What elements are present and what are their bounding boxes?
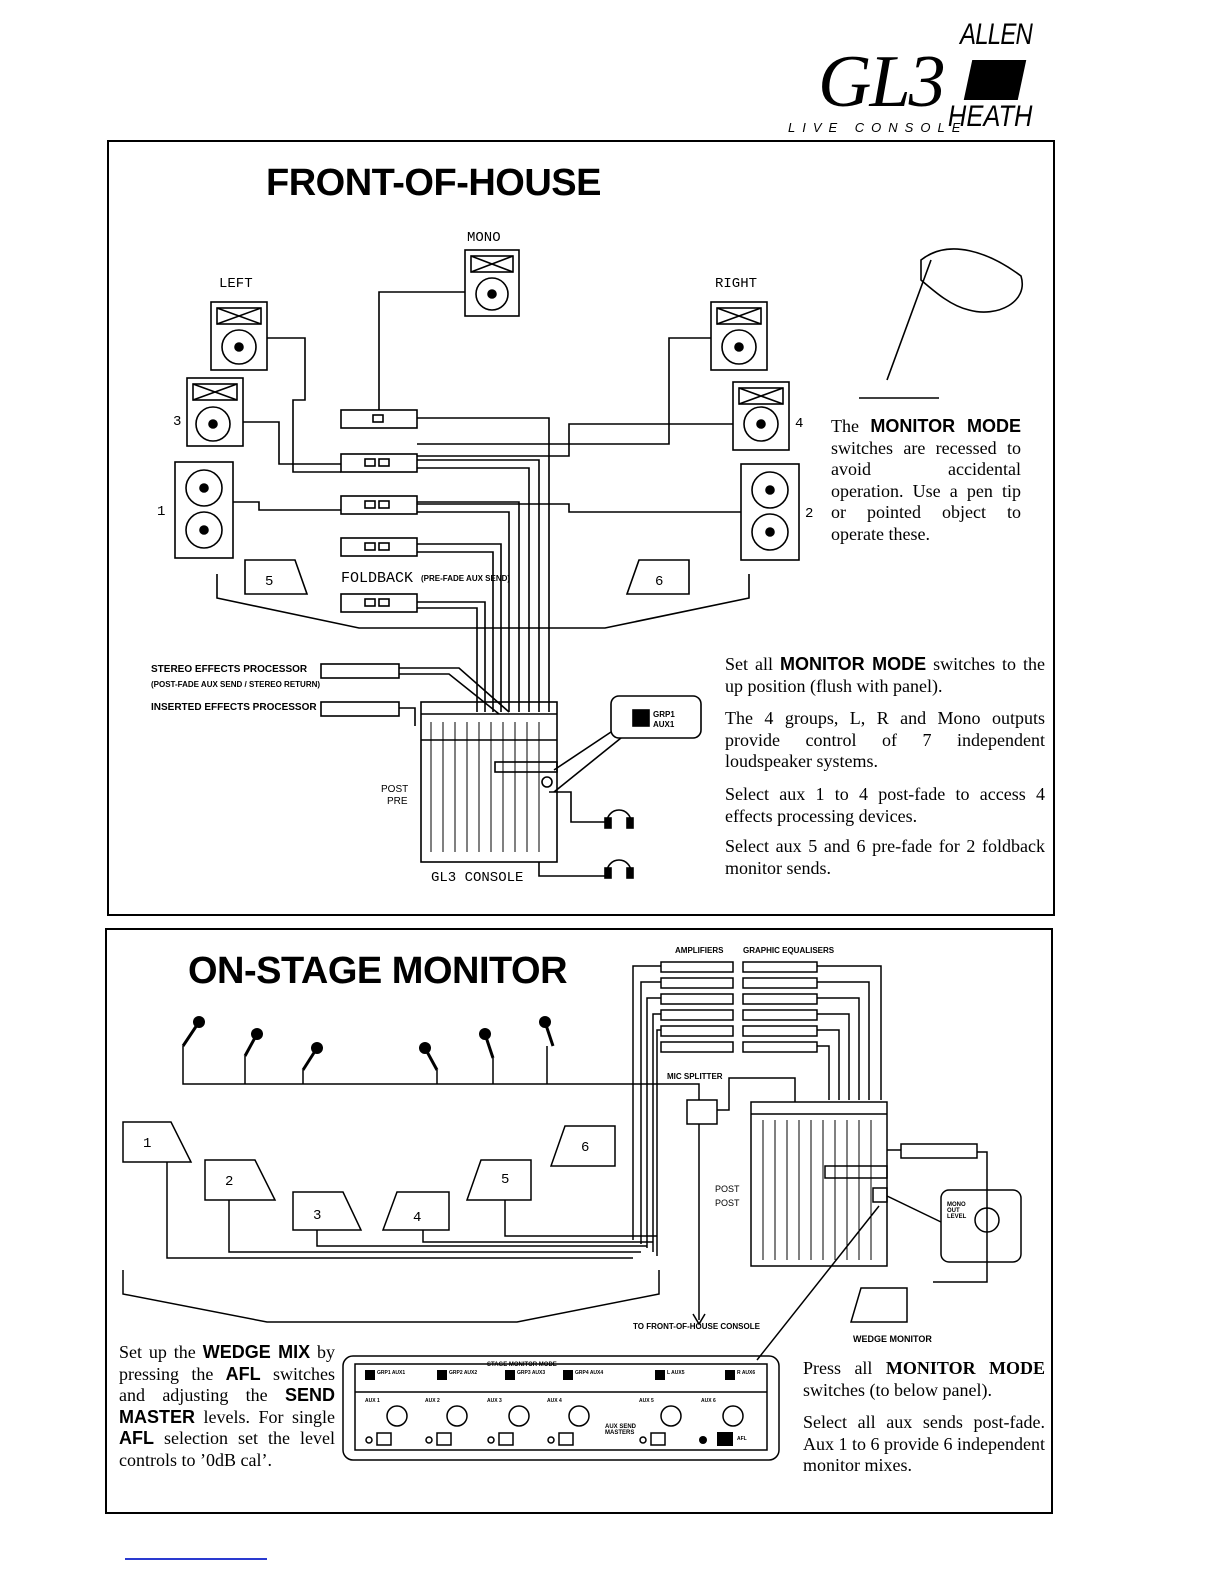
osm-right-note-2: Select all aux sends post-fade. Aux 1 to… [803, 1412, 1045, 1475]
label-pre: PRE [387, 796, 408, 807]
strip-aux-5: AUX 5 [639, 1398, 654, 1404]
label-console: GL3 CONSOLE [431, 870, 524, 886]
strip-switch-3: GRP3 AUX3 [517, 1370, 546, 1376]
wedge-label-5: 5 [501, 1172, 510, 1188]
foh-note-1: Set all MONITOR MODE switches to the up … [725, 654, 1046, 696]
label-amplifiers: AMPLIFIERS [675, 946, 724, 955]
label-mono: MONO [467, 230, 501, 246]
label-mic-splitter: MIC SPLITTER [667, 1072, 723, 1081]
label-wedge-6: 6 [655, 574, 664, 590]
label-wedge-5: 5 [265, 574, 274, 590]
wedge-label-4: 4 [413, 1210, 422, 1226]
label-stereo-fx-sub: (POST-FADE AUX SEND / STEREO RETURN) [151, 680, 321, 689]
foh-diagram [174, 248, 1024, 879]
label-to-foh: TO FRONT-OF-HOUSE CONSOLE [633, 1322, 760, 1331]
label-foldback-sub: (PRE-FADE AUX SEND) [421, 574, 511, 583]
logo-allen: ALLEN [959, 18, 1033, 51]
strip-aux-3: AUX 3 [487, 1398, 502, 1404]
label-post: POST [381, 784, 409, 795]
pen-note: The MONITOR MODE switches are recessed t… [831, 416, 1021, 544]
logo-ampersand-icon [963, 60, 1027, 100]
strip-switch-2: GRP2 AUX2 [449, 1370, 478, 1376]
logo-subtitle: LIVE CONSOLE [788, 120, 968, 135]
strip-aux-2: AUX 2 [425, 1398, 440, 1404]
strip-aux-6: AUX 6 [701, 1398, 716, 1404]
label-switch-aux: AUX1 [653, 720, 675, 729]
label-right: RIGHT [715, 276, 758, 292]
foh-title: FRONT-OF-HOUSE [266, 162, 601, 204]
label-mono-out: MONO OUT LEVEL [947, 1202, 967, 1220]
logo-heath: HEATH [947, 100, 1032, 133]
front-of-house-panel: FRONT-OF-HOUSE [107, 140, 1055, 916]
label-post-2: POST [715, 1198, 740, 1208]
label-wedge-monitor: WEDGE MONITOR [853, 1334, 932, 1344]
label-speaker-2: 2 [805, 506, 814, 522]
strip-switch-1: GRP1 AUX1 [377, 1370, 406, 1376]
strip-aux-1: AUX 1 [365, 1398, 380, 1404]
wedge-label-2: 2 [225, 1174, 234, 1190]
foh-note-3: Select aux 1 to 4 post-fade to access 4 … [725, 784, 1045, 826]
label-foldback: FOLDBACK [341, 570, 414, 587]
label-aux-send-masters: AUX SEND MASTERS [605, 1424, 637, 1436]
wedge-label-1: 1 [143, 1136, 152, 1152]
label-graphic-eq: GRAPHIC EQUALISERS [743, 946, 835, 955]
footer-rule [125, 1558, 267, 1560]
label-speaker-1: 1 [157, 504, 166, 520]
osm-right-note-1: Press all MONITOR MODE switches (to belo… [803, 1358, 1046, 1400]
on-stage-monitor-panel: ON-STAGE MONITOR [105, 928, 1053, 1514]
logo-model: GL3 [818, 41, 946, 123]
strip-aux-4: AUX 4 [547, 1398, 562, 1404]
osm-title: ON-STAGE MONITOR [188, 950, 568, 992]
label-switch-grp: GRP1 [653, 710, 675, 719]
label-stage-monitor-mode: STAGE MONITOR MODE [487, 1362, 557, 1368]
label-speaker-3: 3 [173, 414, 182, 430]
strip-switch-4: GRP4 AUX4 [575, 1370, 604, 1376]
foh-note-4: Select aux 5 and 6 pre-fade for 2 foldba… [725, 836, 1045, 878]
strip-afl-label: AFL [737, 1436, 747, 1442]
foh-note-2: The 4 groups, L, R and Mono outputs prov… [725, 708, 1045, 771]
brand-logo: ALLEN GL3 HEATH LIVE CONSOLE [780, 12, 1060, 135]
osm-diagram [122, 961, 1022, 1461]
wedge-label-3: 3 [313, 1208, 322, 1224]
strip-switch-5: L AUX5 [667, 1370, 685, 1376]
strip-switch-6: R AUX6 [737, 1370, 756, 1376]
osm-left-note: Set up the WEDGE MIX by pressing the AFL… [119, 1342, 336, 1470]
label-stereo-fx: STEREO EFFECTS PROCESSOR [151, 664, 308, 675]
label-post-1: POST [715, 1184, 740, 1194]
label-speaker-4: 4 [795, 416, 804, 432]
label-inserted-fx: INSERTED EFFECTS PROCESSOR [151, 702, 317, 713]
label-left: LEFT [219, 276, 253, 292]
wedge-label-6: 6 [581, 1140, 590, 1156]
